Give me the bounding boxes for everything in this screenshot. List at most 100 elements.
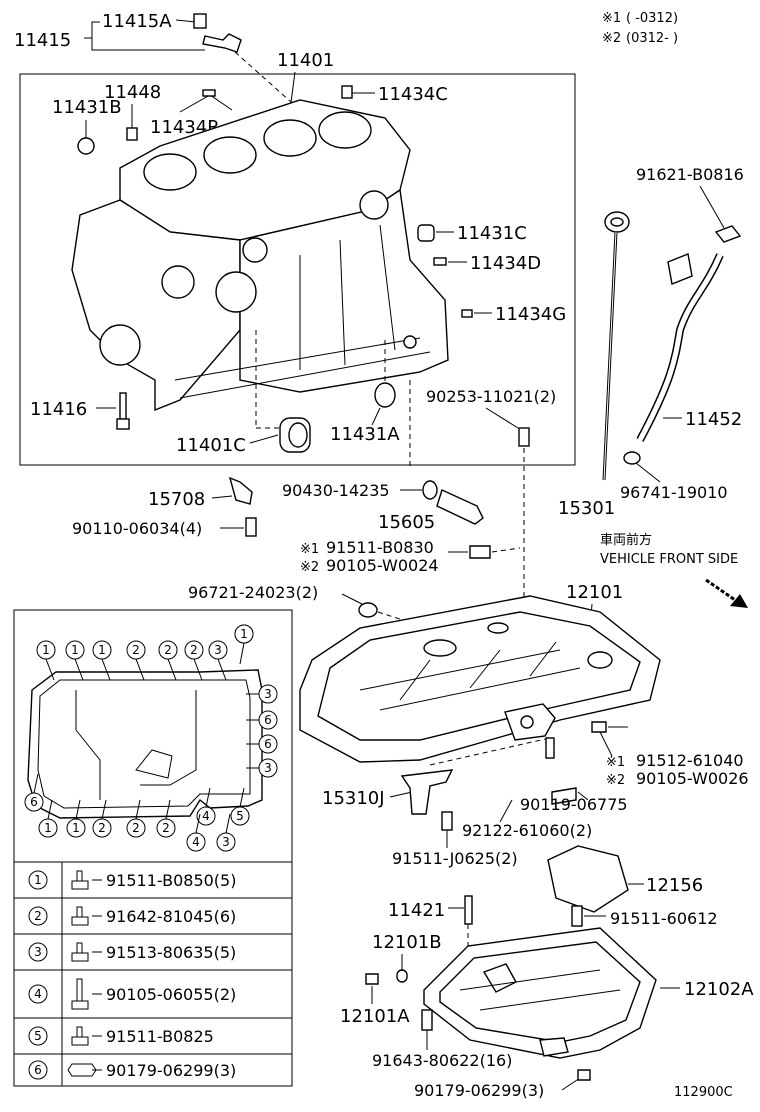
bolt-b0830-icon (469, 545, 491, 559)
label-11448[interactable]: 11448 (104, 82, 161, 103)
callout-12101B[interactable]: 12101B (372, 932, 442, 983)
bolt-table-part: 90105-06055(2) (106, 985, 236, 1004)
label-12101[interactable]: 12101 (566, 582, 623, 603)
oil-fitting-icon (193, 13, 242, 53)
diagram-code: 112900C (674, 1085, 733, 1100)
map-marker-bottom: 1 (66, 818, 86, 838)
callout-91511-B0830[interactable]: ※1 91511-B0830 ※2 90105-W0024 (300, 538, 521, 575)
callout-11401C[interactable]: 11401C (176, 330, 311, 456)
label-11452: 11452 (685, 409, 742, 430)
label-91511-J0625: 91511-J0625(2) (392, 849, 518, 868)
bolt-90110-icon (245, 517, 257, 537)
map-marker-bottom: 4 (196, 806, 216, 826)
callout-15708[interactable]: 15708 (148, 476, 253, 510)
marker-number: 5 (34, 1029, 42, 1043)
callout-91621[interactable]: 91621-B0816 (636, 165, 744, 243)
label-11434G: 11434G (495, 304, 566, 325)
bolt-icon (71, 942, 89, 962)
bolt-91621-icon (714, 225, 742, 243)
strainer-15310J-icon (400, 769, 454, 815)
bolt-icon (71, 978, 89, 1010)
label-90105-W0026: 90105-W0026 (636, 769, 749, 788)
pin-11434C-icon (341, 85, 353, 99)
callout-90179-bottom[interactable]: 90179-06299(3) (414, 1069, 591, 1100)
map-marker-top: 1 (36, 640, 56, 660)
callout-11434D[interactable]: 11434D (433, 253, 541, 274)
callout-11434G[interactable]: 11434G (461, 304, 566, 325)
plug-11431B-icon (77, 137, 95, 155)
label-11401[interactable]: 11401 (277, 50, 334, 71)
label-90430: 90430-14235 (282, 481, 390, 500)
label-91511-B0830: 91511-B0830 (326, 538, 434, 557)
callout-90119[interactable]: 90119-06775 (520, 787, 628, 814)
callout-15605[interactable]: 15605 (378, 489, 484, 533)
label-90253: 90253-11021(2) (426, 387, 556, 406)
oring-96721-icon (358, 602, 378, 618)
map-marker-bottom: 2 (126, 818, 146, 838)
marker-number: 1 (34, 873, 42, 887)
relief-valve-15605-icon (436, 489, 484, 525)
note-mark-2: ※2 (602, 31, 621, 46)
callout-96721[interactable]: 96721-24023(2) (188, 583, 441, 633)
callout-12156[interactable]: 12156 (547, 845, 703, 913)
pin-11434R-icon (202, 89, 216, 97)
mark-91512: ※1 (606, 755, 625, 770)
marker-number: 2 (164, 643, 172, 657)
bolt-table-part: 91513-80635(5) (106, 943, 236, 962)
plug-11431C-icon (417, 224, 435, 242)
label-11431A: 11431A (330, 424, 400, 445)
callout-91511-J0625[interactable]: 91511-J0625(2) (392, 811, 518, 868)
map-marker-right: 6 (258, 734, 278, 754)
label-12101A: 12101A (340, 1006, 410, 1027)
bolt-table-key: 5 (28, 1026, 48, 1046)
callout-90430[interactable]: 90430-14235 (282, 380, 438, 500)
bolt-icon (71, 870, 89, 890)
callout-11415[interactable]: 11415 11415A (14, 11, 205, 51)
vehicle-front-jp: 車両前方 (600, 532, 652, 548)
map-marker-right: 3 (258, 758, 278, 778)
label-15301: 15301 (558, 498, 615, 519)
applicability-note: ※1 ( -0312) ※2 (0312- ) (602, 11, 678, 46)
map-marker-bottom: 5 (230, 806, 250, 826)
callout-12101A[interactable]: 12101A (340, 973, 410, 1027)
label-11434C[interactable]: 11434C (378, 84, 448, 105)
callout-11416[interactable]: 11416 (30, 392, 130, 430)
bolt-90119-icon (551, 787, 577, 805)
callout-15301[interactable]: 15301 (558, 211, 630, 519)
callout-11431A[interactable]: 11431A (330, 340, 400, 445)
bolt-table-part: 91511-B0825 (106, 1027, 214, 1046)
callout-91512[interactable]: ※1 91512-61040 ※2 90105-W0026 (591, 721, 749, 788)
dowel-11448-icon (126, 127, 138, 141)
callout-96741[interactable]: 96741-19010 (620, 451, 728, 502)
callout-90253[interactable]: 90253-11021(2) (426, 387, 556, 600)
marker-number: 1 (98, 643, 106, 657)
callout-91511-60612[interactable]: 91511-60612 (571, 905, 718, 928)
bolt-table-row: 5 91511-B0825 (28, 1026, 214, 1046)
cylinder-block[interactable] (71, 99, 449, 412)
callout-91643[interactable]: 91643-80622(16) (372, 1009, 512, 1070)
marker-number: 1 (42, 643, 50, 657)
callout-15310J[interactable]: 15310J (322, 769, 454, 815)
marker-number: 3 (222, 835, 230, 849)
callout-11421[interactable]: 11421 (388, 895, 473, 950)
callout-90110[interactable]: 90110-06034(4) (72, 517, 257, 538)
label-91621: 91621-B0816 (636, 165, 744, 184)
vehicle-front-en: VEHICLE FRONT SIDE (600, 552, 738, 567)
label-90179-bottom: 90179-06299(3) (414, 1081, 544, 1100)
oil-pan-upper[interactable] (299, 595, 661, 763)
map-marker-top: 1 (92, 640, 112, 660)
map-marker-bottom: 6 (24, 792, 44, 812)
plug-12101A-icon (365, 973, 379, 985)
callout-11452[interactable]: 11452 (636, 253, 742, 442)
label-91511-60612: 91511-60612 (610, 909, 718, 928)
oil-pan-lower[interactable]: 12102A (423, 927, 754, 1059)
label-96721: 96721-24023(2) (188, 583, 318, 602)
callout-92122[interactable]: 92122-61060(2) (429, 737, 592, 840)
stud-92122-icon (545, 737, 555, 759)
label-15310J: 15310J (322, 788, 385, 809)
callout-11431C[interactable]: 11431C (417, 223, 527, 244)
label-11431C: 11431C (457, 223, 527, 244)
label-11431B[interactable]: 11431B (52, 97, 122, 118)
